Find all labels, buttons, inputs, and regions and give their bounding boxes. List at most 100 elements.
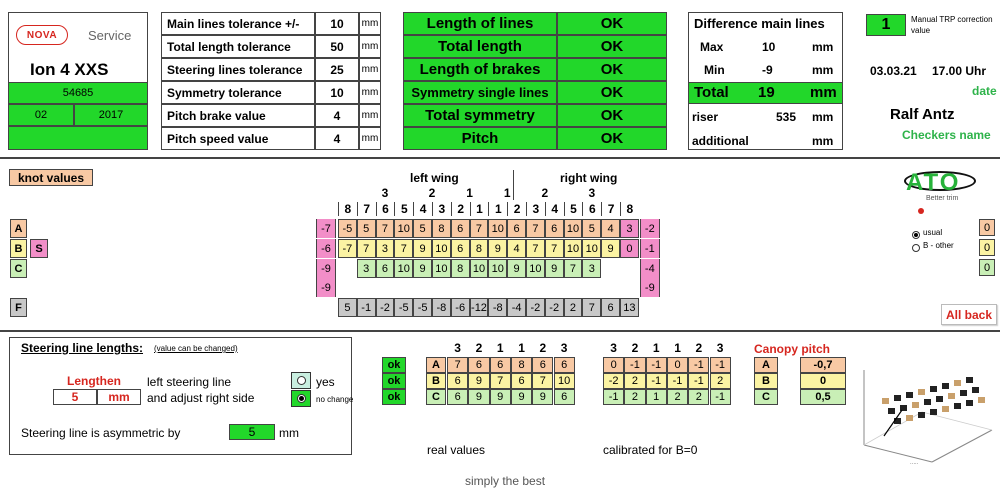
f-row-cell[interactable]: -5 [413,298,432,317]
calib-value-cell: 2 [666,389,689,405]
knot-cell[interactable]: 7 [469,219,489,238]
knot-cell[interactable]: 10 [582,239,602,258]
knot-cell[interactable]: 3 [375,239,395,258]
blank-cell[interactable] [8,126,148,150]
trp-value[interactable]: 1 [866,14,906,36]
knot-cell[interactable]: 8 [469,239,489,258]
knot-cell[interactable]: 3 [356,259,376,278]
knot-cell[interactable]: 6 [507,219,526,238]
f-row-cell[interactable]: 5 [338,298,357,317]
side-value-a[interactable]: 0 [979,219,995,236]
month-cell[interactable]: 02 [8,104,74,126]
knot-cell[interactable]: 10 [469,259,489,278]
calib-value-cell: -1 [666,373,689,389]
side-value-b[interactable]: 0 [979,239,995,256]
yes-radio[interactable] [291,372,311,389]
tolerance-value[interactable]: 4 [315,127,359,150]
knot-cell[interactable]: 10 [394,219,414,238]
tolerance-value[interactable]: 4 [315,104,359,127]
right-sum-cell: -9 [639,278,660,297]
side-value-c[interactable]: 0 [979,259,995,276]
tolerance-label: Main lines tolerance +/- [161,12,315,35]
calib-value-cell: 1 [645,389,667,405]
f-row-cell[interactable]: -8 [432,298,451,317]
knot-cell[interactable]: -5 [338,219,357,238]
knot-cell[interactable]: 8 [432,219,451,238]
riser-unit: mm [812,110,834,124]
f-row-cell[interactable]: 2 [563,298,583,317]
knot-cell[interactable]: 4 [507,239,526,258]
tolerance-unit: mm [359,127,381,150]
knot-cell[interactable]: 9 [507,259,526,278]
knot-cell[interactable]: 0 [620,239,639,258]
lengthen-value[interactable]: 5 [53,389,97,405]
knot-cell[interactable]: 9 [544,259,564,278]
b-other-radio[interactable] [912,244,920,252]
plot-box [966,377,973,383]
real-value-cell: 6 [447,389,469,405]
tolerance-value[interactable]: 25 [315,58,359,81]
knot-cell[interactable]: 7 [544,239,564,258]
f-row-cell[interactable]: -1 [356,298,376,317]
knot-cell[interactable]: 7 [526,239,545,258]
knot-cell[interactable]: 10 [488,259,508,278]
year-cell[interactable]: 2017 [74,104,148,126]
f-row-cell[interactable]: -2 [526,298,545,317]
no-change-radio[interactable] [291,390,311,407]
canopy-pitch-value: 0 [800,373,846,389]
knot-cell[interactable]: 3 [620,219,639,238]
knot-cell[interactable]: 9 [488,239,508,258]
knot-cell[interactable]: 9 [413,239,432,258]
knot-cell[interactable]: 9 [601,239,620,258]
knot-cell[interactable]: 7 [563,259,583,278]
knot-cell[interactable]: 9 [413,259,432,278]
knot-cell[interactable]: 10 [526,259,545,278]
knot-cell[interactable]: 10 [394,259,414,278]
knot-cell[interactable]: 10 [432,259,451,278]
knot-cell[interactable]: 10 [563,219,583,238]
knot-cell[interactable]: 5 [582,219,602,238]
f-row-cell[interactable]: -8 [488,298,508,317]
all-back-button[interactable]: All back [941,304,997,325]
column-number: 1 [488,202,507,216]
f-row-cell[interactable]: -6 [450,298,470,317]
f-row-cell[interactable]: 6 [601,298,620,317]
knot-cell[interactable]: 7 [375,219,395,238]
f-row-cell[interactable]: -12 [469,298,489,317]
calib-col-head: 2 [695,341,703,355]
f-row-cell[interactable]: 13 [620,298,639,317]
f-row-cell[interactable]: -2 [544,298,564,317]
knot-cell[interactable]: 6 [544,219,564,238]
asym-value[interactable]: 5 [229,424,275,440]
knot-cell[interactable]: 8 [450,259,470,278]
knot-cell[interactable]: 3 [582,259,602,278]
calib-col-head: 2 [631,341,639,355]
tolerance-value[interactable]: 50 [315,35,359,58]
knot-cell[interactable]: 5 [413,219,432,238]
knot-cell[interactable]: 6 [375,259,395,278]
tolerance-value[interactable]: 10 [315,81,359,104]
knot-cell[interactable]: 6 [450,219,470,238]
knot-cell[interactable]: 6 [450,239,470,258]
usual-radio[interactable] [912,231,920,239]
knot-cell[interactable]: 10 [432,239,451,258]
plot-box [942,383,949,389]
code-cell[interactable]: 54685 [8,82,148,104]
knot-cell[interactable]: 7 [526,219,545,238]
status-label: Total symmetry [403,104,557,127]
knot-cell[interactable]: 5 [356,219,376,238]
tolerance-value[interactable]: 10 [315,12,359,35]
f-row-cell[interactable]: -2 [375,298,395,317]
knot-cell[interactable]: 10 [488,219,508,238]
knot-cell[interactable]: 4 [601,219,620,238]
knot-cell[interactable]: 10 [563,239,583,258]
f-row-cell[interactable]: -4 [507,298,526,317]
f-row-cell[interactable]: 7 [582,298,602,317]
knot-cell[interactable]: 7 [356,239,376,258]
real-value-cell: 9 [468,373,490,389]
real-col-head: 3 [560,341,568,355]
knot-cell[interactable]: -7 [338,239,357,258]
f-row-cell[interactable]: -5 [394,298,414,317]
checker-name[interactable]: Ralf Antz [890,106,955,123]
knot-cell[interactable]: 7 [394,239,414,258]
